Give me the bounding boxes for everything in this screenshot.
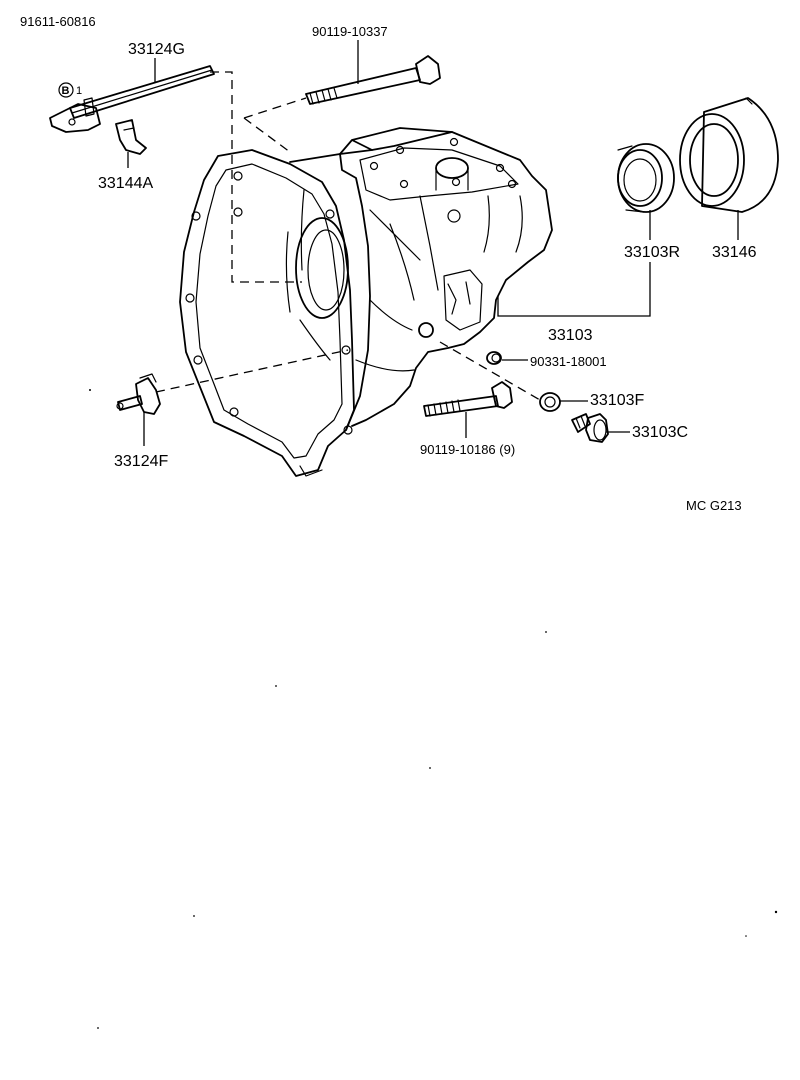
plug-90331-18001 (486, 351, 502, 365)
part-label-33103c: 33103C (632, 424, 688, 441)
part-label-33103: 33103 (548, 327, 593, 344)
part-label-33103r: 33103R (624, 244, 680, 261)
shift-lever-pin-33124f (116, 373, 161, 415)
circled-b-badge: B 1 (58, 82, 82, 98)
part-label-33103f: 33103F (590, 392, 644, 409)
part-label-91611-60816: 91611-60816 (20, 14, 96, 29)
badge-circle (58, 82, 74, 98)
part-label-90331-18001: 90331-18001 (530, 354, 607, 369)
part-label-33124g: 33124G (128, 41, 185, 58)
drain-plug-33103c (571, 413, 609, 443)
bolt-90119-10337 (305, 55, 441, 105)
gasket-33103f (539, 392, 561, 412)
leader-lines (127, 40, 739, 446)
part-label-90119-10186: 90119-10186 (9) (420, 442, 515, 457)
oil-seal-33103r (617, 143, 675, 213)
drawing-code-label: MC G213 (686, 498, 742, 513)
assembly-dashed-lines (155, 71, 541, 401)
part-label-33146: 33146 (712, 244, 757, 261)
bracket-33144a (115, 119, 147, 155)
bearing-race-33146 (679, 97, 779, 213)
part-label-33124f: 33124F (114, 453, 168, 470)
badge-letter: B (62, 85, 70, 97)
scan-specks (89, 389, 778, 1029)
transmission-case-33103 (179, 127, 553, 477)
part-label-90119-10337: 90119-10337 (312, 24, 388, 39)
bolt-90119-10186 (423, 381, 513, 417)
shift-rod-33124g (49, 65, 215, 133)
badge-suffix: 1 (76, 85, 82, 97)
part-label-33144a: 33144A (98, 175, 153, 192)
